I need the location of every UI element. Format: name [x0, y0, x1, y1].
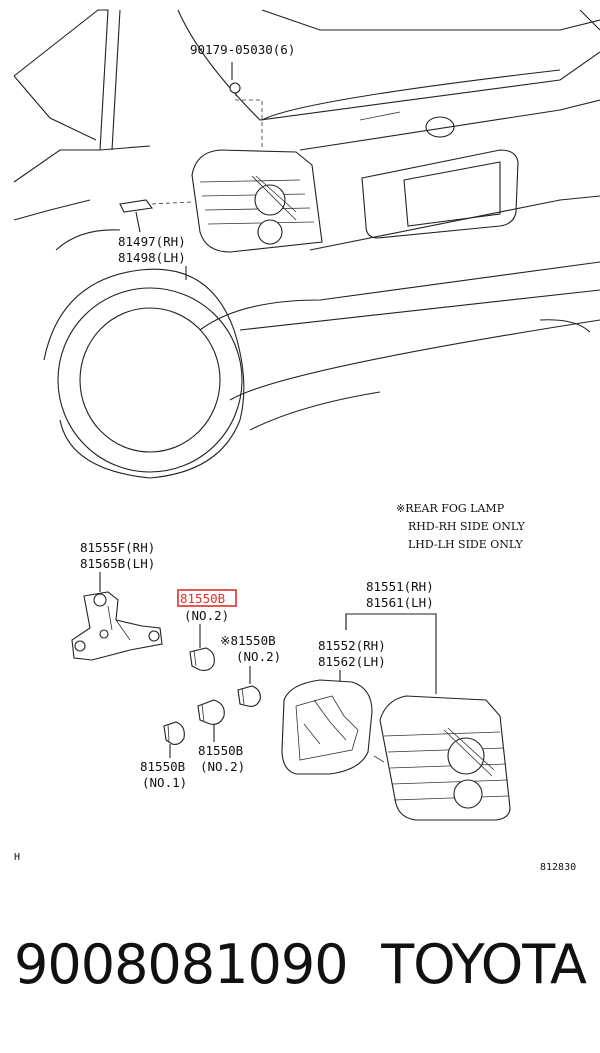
label-bulb-highlight[interactable]: 81550B	[180, 591, 225, 606]
label-lamp-lh: 81561(LH)	[366, 595, 434, 610]
bracket-part	[71, 591, 163, 661]
note-line-2: RHD-RH SIDE ONLY	[408, 520, 525, 533]
note-line-1: ※REAR FOG LAMP	[396, 502, 505, 515]
parts-diagram: 90179-05030(6) 81497(RH) 81498(LH) ※REAR…	[13, 9, 600, 873]
label-gasket-lh: 81562(LH)	[318, 654, 386, 669]
bulb-mid	[197, 699, 225, 725]
car-rear-illustration	[13, 9, 600, 479]
bulb-fog	[237, 685, 261, 707]
highlight-box	[177, 589, 237, 607]
part-number: 9008081090	[14, 933, 349, 996]
figure-code: 812830	[540, 862, 576, 873]
bulb-no1	[163, 721, 185, 745]
label-gasket-rh: 81552(RH)	[318, 638, 386, 653]
label-bracket-lh: 81565B(LH)	[80, 556, 155, 571]
gasket-part	[281, 679, 373, 775]
label-bulb-fog-sub: (NO.2)	[236, 649, 281, 664]
label-bulb-fog: ※81550B	[220, 633, 276, 648]
label-bulb-highlight-sub: (NO.2)	[184, 608, 229, 623]
label-bulb-no1-sub: (NO.1)	[142, 775, 187, 790]
label-socket-rh: 81497(RH)	[118, 234, 186, 249]
label-socket-lh: 81498(LH)	[118, 250, 186, 265]
label-bulb-mid-sub: (NO.2)	[200, 759, 245, 774]
label-lamp-rh: 81551(RH)	[366, 579, 434, 594]
brand-name: TOYOTA	[381, 933, 587, 996]
label-bulb-no1: 81550B	[140, 759, 185, 774]
corner-mark: H	[14, 852, 20, 863]
label-bolt: 90179-05030(6)	[190, 42, 295, 57]
bulb-highlight[interactable]	[189, 647, 215, 671]
label-bracket-rh: 81555F(RH)	[80, 540, 155, 555]
label-bulb-mid: 81550B	[198, 743, 243, 758]
note-line-3: LHD-LH SIDE ONLY	[408, 538, 524, 551]
tail-lamp-assembly	[373, 695, 511, 821]
